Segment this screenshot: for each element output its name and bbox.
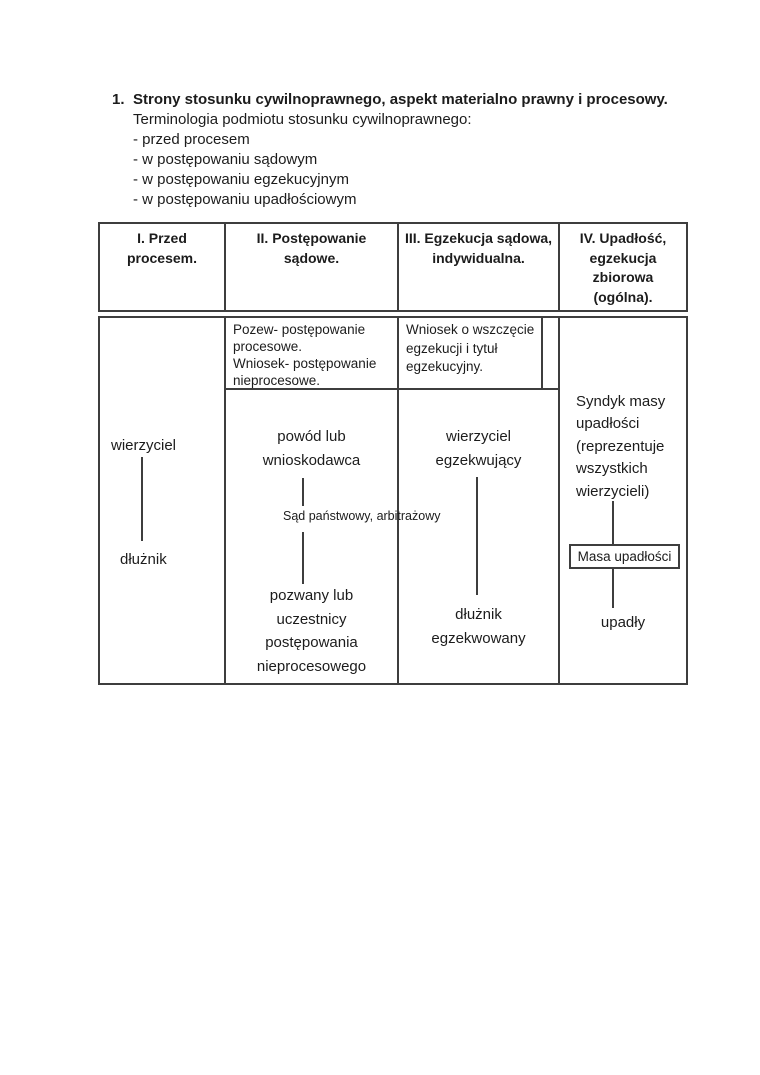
connector-line: [141, 457, 143, 541]
court-label: Sąd państwowy, arbitrażowy: [283, 509, 441, 523]
executing-creditor-label: wierzyciel egzekwujący: [435, 428, 522, 469]
header-cell-upadlosc: IV. Upadłość, egzekucja zbiorowa (ogólna…: [579, 230, 667, 305]
table-body-row: wierzyciel dłużnik Pozew- postępowanie p…: [98, 316, 688, 685]
header-cell-egzekucja-sadowa: III. Egzekucja sądowa, indywidualna.: [399, 224, 560, 310]
header-cell-przed-procesem: I. Przed procesem.: [100, 224, 226, 310]
bullet-item-postepowanie-upadlosciowe: - w postępowaniu upadłościowym: [133, 191, 357, 208]
bankrupt-label: upadły: [600, 614, 646, 631]
debtor-label: dłużnik: [120, 551, 167, 568]
body-cell-postepowanie-sadowe: Pozew- postępowanie procesowe. Wniosek- …: [226, 318, 440, 683]
connector-line: [612, 501, 614, 545]
bullet-item-przed-procesem: - przed procesem: [133, 131, 250, 148]
plaintiff-label: powód lub wnioskodawca: [262, 428, 361, 469]
table-header-row: I. Przed procesem. II. Postępowanie sądo…: [98, 222, 688, 312]
connector-line: [476, 477, 478, 595]
connector-line: [302, 478, 304, 506]
creditor-label: wierzyciel: [111, 437, 177, 454]
heading-line: 1. Strony stosunku cywilnoprawnego, aspek…: [112, 90, 672, 110]
heading-title: Strony stosunku cywilnoprawnego, aspekt …: [133, 91, 668, 108]
connector-line: [302, 532, 304, 584]
body-cell-przed-procesem: wierzyciel dłużnik: [100, 318, 226, 683]
bankruptcy-estate-box: Masa upadłości: [569, 544, 680, 569]
note-box-border: Wniosek o wszczęcie egzekucji i tytuł eg…: [399, 318, 558, 390]
body-cell-upadlosc: Syndyk masy upadłości (reprezentuje wszy…: [560, 318, 686, 683]
defendant-label: pozwany lub uczestnicy postępowania niep…: [256, 587, 367, 675]
body-cell-egzekucja-sadowa: Wniosek o wszczęcie egzekucji i tytuł eg…: [399, 318, 560, 683]
heading-number: 1.: [112, 91, 125, 108]
executed-debtor-label: dłużnik egzekwowany: [431, 606, 526, 647]
note-wniosek-egzekucja: Wniosek o wszczęcie egzekucji i tytuł eg…: [399, 318, 543, 388]
bullet-item-postepowanie-egzekucyjne: - w postępowaniu egzekucyjnym: [133, 171, 349, 188]
trustee-label: Syndyk masy upadłości (reprezentuje wszy…: [576, 393, 666, 500]
heading-block: 1. Strony stosunku cywilnoprawnego, aspek…: [112, 90, 672, 210]
note-pozew-wniosek: Pozew- postępowanie procesowe. Wniosek- …: [226, 318, 397, 390]
connector-line: [612, 568, 614, 608]
heading-subtitle: Terminologia podmiotu stosunku cywilnopr…: [133, 111, 472, 128]
header-cell-postepowanie-sadowe: II. Postępowanie sądowe.: [226, 224, 399, 310]
bullet-item-postepowanie-sadowe: - w postępowaniu sądowym: [133, 151, 318, 168]
